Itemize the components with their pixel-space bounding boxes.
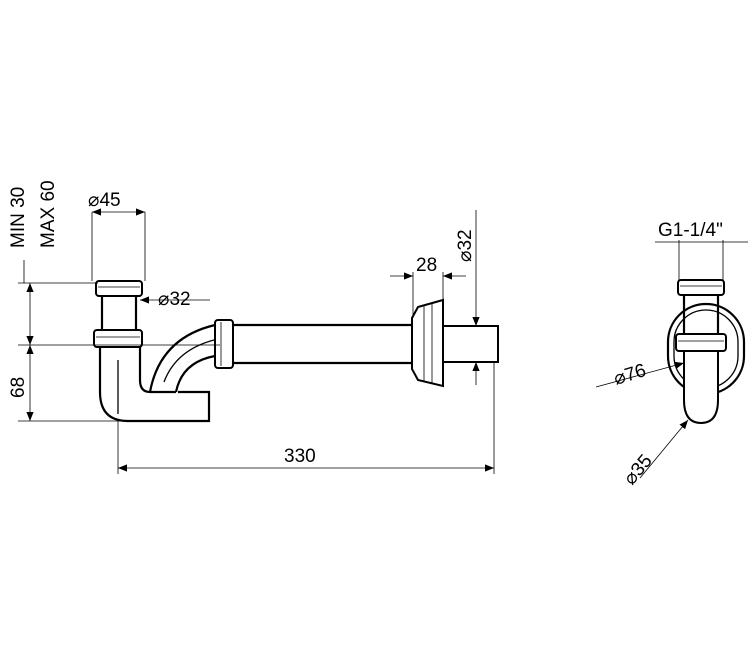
siphon-side-view <box>93 280 499 423</box>
inlet-diameter-label: 45 <box>99 190 120 211</box>
svg-text:⌀76: ⌀76 <box>611 360 648 390</box>
svg-text:⌀35: ⌀35 <box>620 451 657 489</box>
rosette-diameter-label: 76 <box>622 360 648 386</box>
height-label: 68 <box>8 377 29 398</box>
svg-text:⌀32: ⌀32 <box>158 289 191 310</box>
max-depth-label: MAX 60 <box>38 180 59 248</box>
diameter-symbol: ⌀ <box>455 251 476 262</box>
diameter-symbol: ⌀ <box>88 190 99 211</box>
length-label: 330 <box>284 446 316 467</box>
svg-text:⌀45: ⌀45 <box>88 190 121 211</box>
diameter-symbol: ⌀ <box>158 289 169 310</box>
outlet-diameter-label: 32 <box>455 229 476 250</box>
thread-label: G1-1/4" <box>658 220 723 241</box>
tail-diameter-label: 32 <box>169 289 190 310</box>
min-depth-label: MIN 30 <box>8 187 29 248</box>
svg-text:⌀32: ⌀32 <box>455 229 476 262</box>
siphon-front-view <box>666 279 746 425</box>
flange-width-label: 28 <box>416 255 437 276</box>
